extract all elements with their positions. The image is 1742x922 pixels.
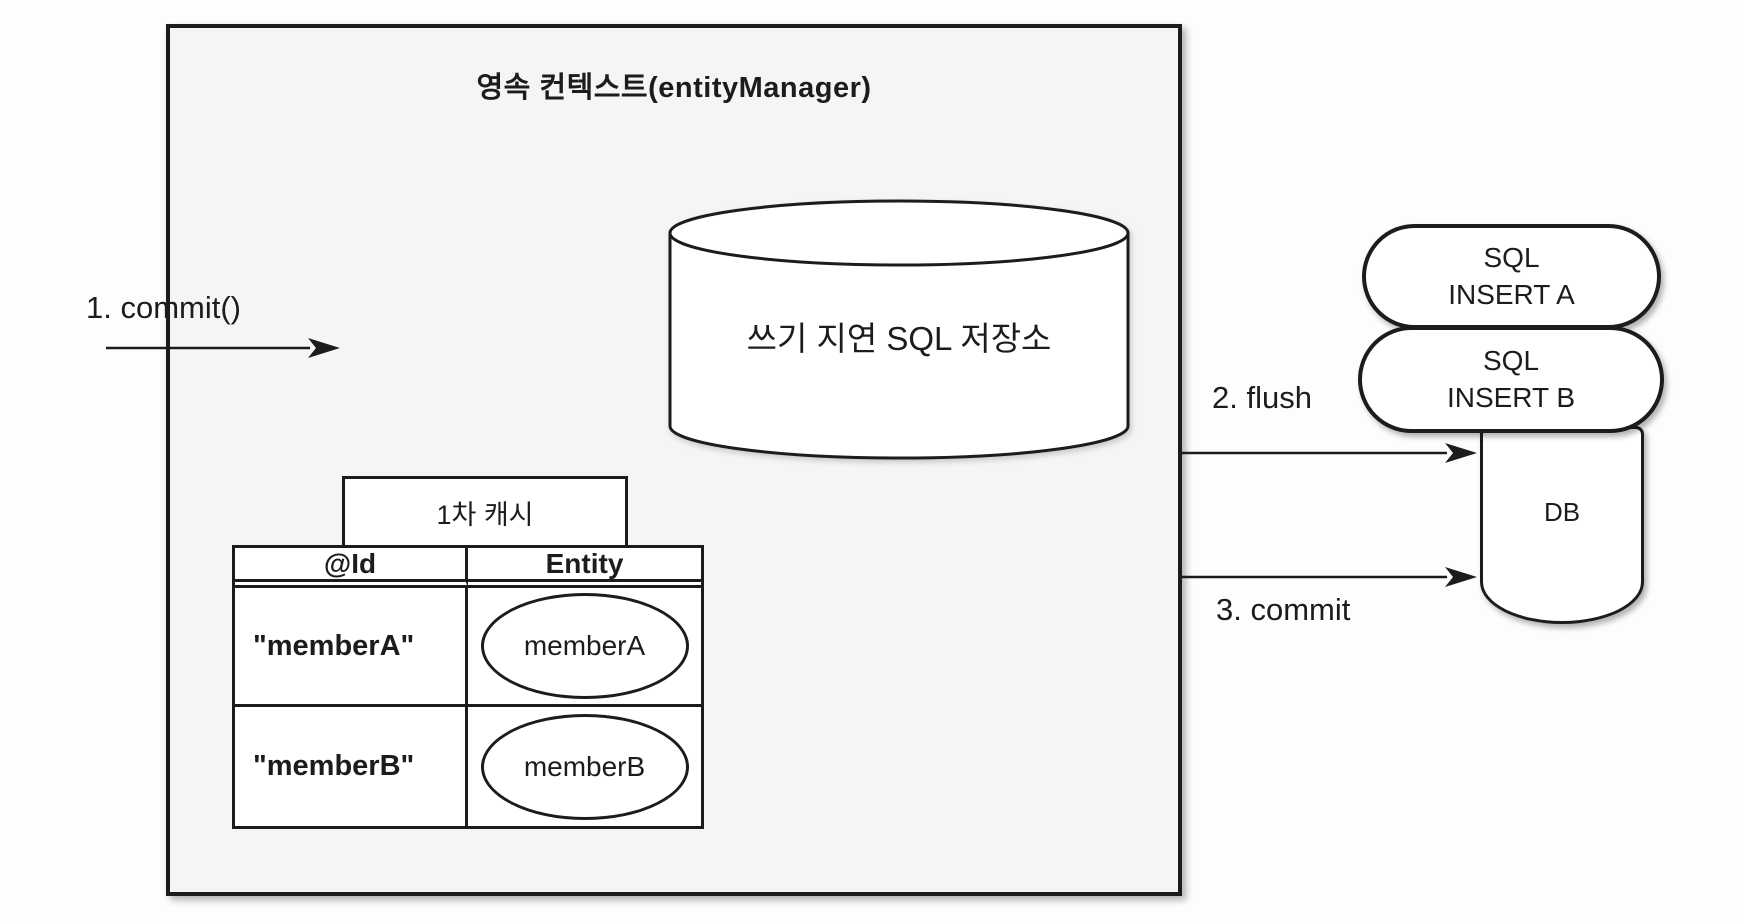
sql-pill-line: INSERT A xyxy=(1448,278,1575,310)
commit-arrow xyxy=(106,338,340,358)
sql-pill-line: SQL xyxy=(1483,242,1540,274)
cache-row-id: "memberB" xyxy=(235,707,468,826)
database-cylinder: DB xyxy=(1480,426,1644,624)
entity-ellipse: memberB xyxy=(480,713,689,820)
cache-row-entity: memberA xyxy=(468,588,701,707)
commit-step-label: 1. commit() xyxy=(86,290,241,325)
sql-pill-line: SQL xyxy=(1482,345,1540,377)
first-level-cache-title: 1차 캐시 xyxy=(436,499,534,530)
cache-header-entity: Entity xyxy=(468,548,701,588)
entity-ellipse: memberA xyxy=(480,593,689,699)
sql-insert-a-pill: SQL INSERT A xyxy=(1362,224,1661,329)
database-label: DB xyxy=(1543,496,1581,527)
entity-label: memberB xyxy=(523,750,646,782)
cache-row-id: "memberA" xyxy=(235,588,468,707)
sql-store-cylinder xyxy=(668,199,1130,460)
persistence-context-title: 영속 컨텍스트(entityManager) xyxy=(476,72,872,104)
cache-header-id: @Id xyxy=(235,548,468,588)
first-level-cache-title-box: 1차 캐시 xyxy=(342,476,628,548)
db-commit-step-label: 3. commit xyxy=(1216,592,1351,627)
entity-label: memberA xyxy=(523,630,646,661)
cache-row-entity: memberB xyxy=(468,707,701,826)
sql-insert-b-pill: SQL INSERT B xyxy=(1358,326,1664,433)
db-commit-arrow xyxy=(1179,567,1477,587)
sql-pill-line: INSERT B xyxy=(1446,381,1576,413)
first-level-cache-table: @Id Entity "memberA" memberA "memberB" m… xyxy=(232,545,704,829)
flush-step-label: 2. flush xyxy=(1212,380,1312,415)
flush-arrow xyxy=(1179,443,1477,463)
sql-store-label: 쓰기 지연 SQL 저장소 xyxy=(746,320,1052,357)
